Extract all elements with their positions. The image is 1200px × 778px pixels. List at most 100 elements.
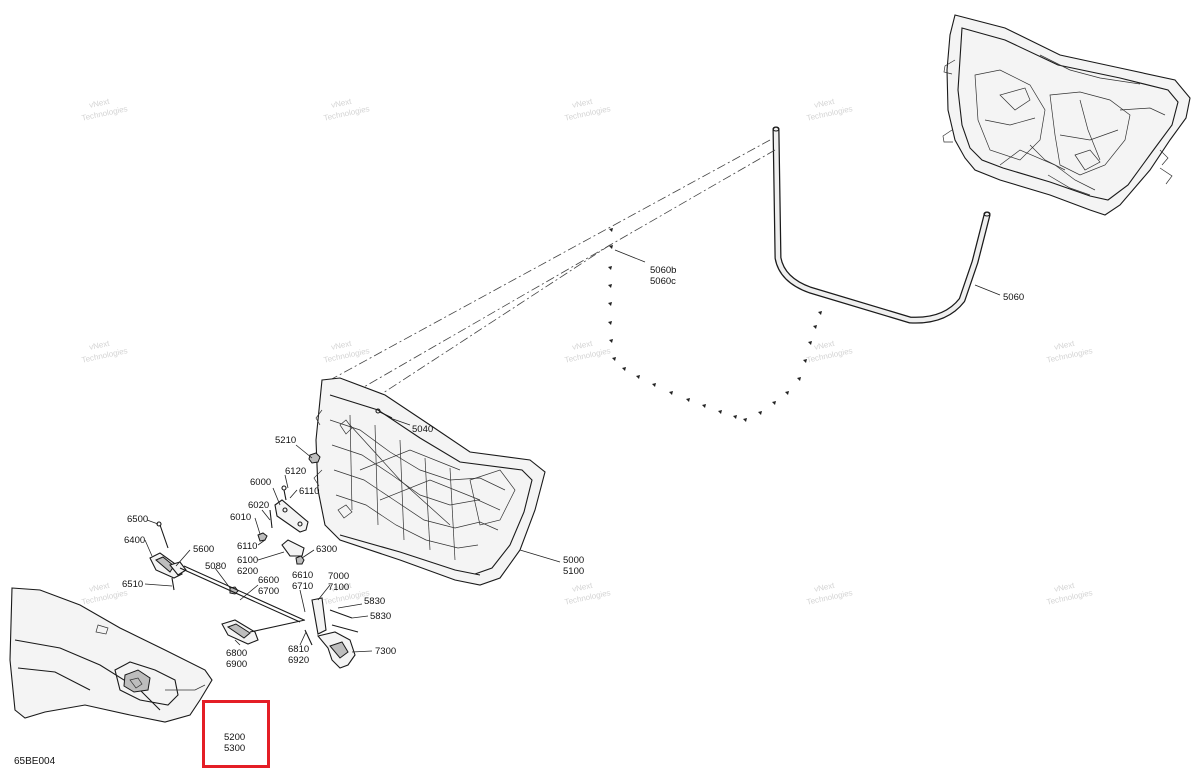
callout-line: 6110 xyxy=(299,486,319,497)
callout-line: 6500 xyxy=(127,514,148,525)
callout-6510: 6510 xyxy=(122,579,143,590)
watermark-line1: vNext xyxy=(813,581,836,594)
callout-line: 5100 xyxy=(563,566,584,577)
callout-line: 6600 xyxy=(258,575,279,586)
callout-line: 7000 xyxy=(328,571,349,582)
seal-clip-path xyxy=(608,228,822,422)
callout-line: 5300 xyxy=(224,743,245,754)
callout-line: 6900 xyxy=(226,659,247,670)
outer-door-panel-5200 xyxy=(9,587,213,723)
door-seal-5060 xyxy=(772,126,991,324)
callout-line: 6120 xyxy=(285,466,306,477)
watermark-line2: Technologies xyxy=(323,104,371,123)
watermark-line2: Technologies xyxy=(1046,346,1094,365)
callout-line: 5060b xyxy=(650,265,676,276)
callout-line: 5830 xyxy=(364,596,385,607)
watermark-line2: Technologies xyxy=(564,588,612,607)
callout-6120: 6120 xyxy=(285,466,306,477)
callout-line: 5600 xyxy=(193,544,214,555)
watermark-line2: Technologies xyxy=(806,104,854,123)
watermark-line1: vNext xyxy=(88,97,111,110)
projection-lines xyxy=(329,139,776,396)
watermark-line2: Technologies xyxy=(81,588,129,607)
callout-6000: 6000 xyxy=(250,477,271,488)
callout-6400: 6400 xyxy=(124,535,145,546)
watermark-line2: Technologies xyxy=(564,104,612,123)
watermark-line1: vNext xyxy=(571,339,594,352)
inner-door-panel-5000 xyxy=(313,377,546,586)
callout-line: 6110 xyxy=(237,541,257,552)
watermark-line2: Technologies xyxy=(1046,588,1094,607)
watermark-line1: vNext xyxy=(330,581,353,594)
callout-line: 6710 xyxy=(292,581,313,592)
callout-line: 6010 xyxy=(230,512,251,523)
callout-6300: 6300 xyxy=(316,544,337,555)
callout-line: 6200 xyxy=(237,566,258,577)
callout-line: 6920 xyxy=(288,655,309,666)
callout-5830-bottom: 5830 xyxy=(370,611,391,622)
watermark-line2: Technologies xyxy=(806,346,854,365)
assembled-door-view xyxy=(942,14,1191,216)
watermark-line1: vNext xyxy=(813,97,836,110)
callout-line: 6000 xyxy=(250,477,271,488)
callout-6500: 6500 xyxy=(127,514,148,525)
callout-line: 6300 xyxy=(316,544,337,555)
diagram-code: 65BE004 xyxy=(14,756,56,767)
callout-line: 5080 xyxy=(205,561,226,572)
callout-5210: 5210 xyxy=(275,435,296,446)
callout-line: 5000 xyxy=(563,555,584,566)
watermark-line1: vNext xyxy=(330,339,353,352)
leader-lines xyxy=(144,249,1001,653)
callout-6110-top: 6110 xyxy=(299,486,319,497)
callout-line: 5040 xyxy=(412,424,433,435)
watermark-line1: vNext xyxy=(88,339,111,352)
callout-line: 5210 xyxy=(275,435,296,446)
callout-line: 7100 xyxy=(328,582,349,593)
callout-line: 6510 xyxy=(122,579,143,590)
callout-5830-top: 5830 xyxy=(364,596,385,607)
callout-line: 6810 xyxy=(288,644,309,655)
callout-line: 6700 xyxy=(258,586,279,597)
callout-line: 5060c xyxy=(650,276,676,287)
callout-line: 5200 xyxy=(224,732,245,743)
highlight-box-5200 xyxy=(202,700,270,768)
watermark-line1: vNext xyxy=(571,581,594,594)
callout-7300: 7300 xyxy=(375,646,396,657)
watermark-line2: Technologies xyxy=(564,346,612,365)
callout-5060: 5060 xyxy=(1003,292,1024,303)
watermark-line1: vNext xyxy=(88,581,111,594)
callout-line: 6020 xyxy=(248,500,269,511)
callout-line: 6610 xyxy=(292,570,313,581)
watermark-line2: Technologies xyxy=(806,588,854,607)
callout-5600: 5600 xyxy=(193,544,214,555)
door-hardware xyxy=(149,408,393,669)
watermark-line1: vNext xyxy=(813,339,836,352)
callout-6110-bottom: 6110 xyxy=(237,541,257,552)
callout-6010: 6010 xyxy=(230,512,251,523)
watermark-line1: vNext xyxy=(330,97,353,110)
